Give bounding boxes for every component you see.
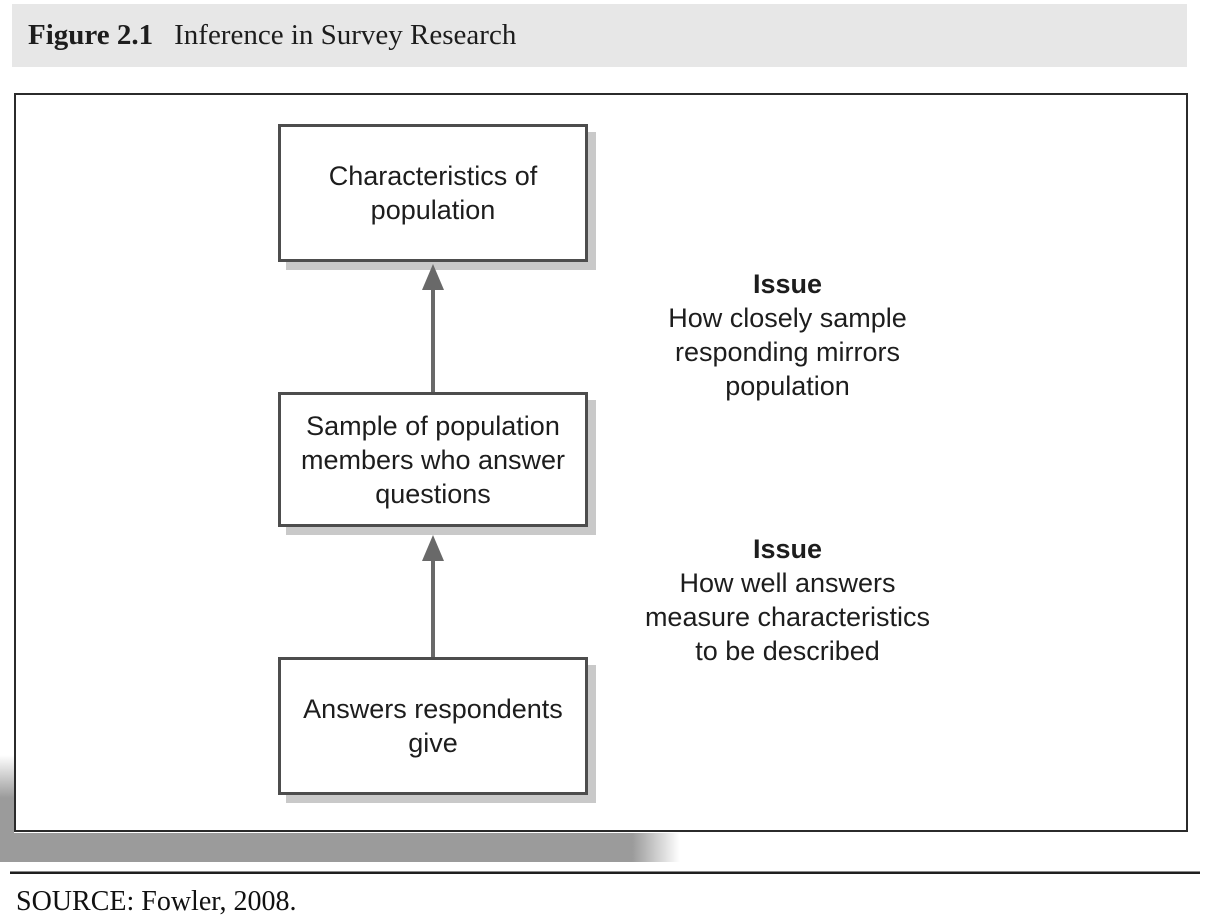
issue-heading: Issue — [752, 269, 823, 299]
node-label: Sample of population members who answer … — [300, 410, 566, 509]
node-label: Characteristics of population — [328, 161, 538, 225]
figure-title: Inference in Survey Research — [174, 19, 517, 51]
page-shadow-left — [0, 755, 14, 833]
divider-rule — [10, 871, 1200, 874]
arrow-up-icon — [422, 264, 444, 290]
node-answers-respondents-give: Answers respondents give — [278, 657, 588, 795]
figure-header: Figure 2.1 Inference in Survey Research — [12, 4, 1187, 67]
issue-block-measurement: Issue How well answers measure character… — [617, 532, 958, 668]
figure-label: Figure 2.1 — [28, 19, 154, 51]
arrow-up-icon — [422, 535, 444, 561]
diagram-canvas: Characteristics of population Sample of … — [14, 93, 1188, 832]
node-characteristics-of-population: Characteristics of population — [278, 124, 588, 262]
page-shadow-bottom — [0, 833, 680, 862]
node-label: Answers respondents give — [303, 694, 563, 758]
node-sample-of-population: Sample of population members who answer … — [278, 392, 588, 527]
source-note: SOURCE: Fowler, 2008. — [16, 886, 297, 917]
arrow-sample-to-population — [422, 264, 444, 392]
arrow-line — [431, 558, 435, 657]
arrow-answers-to-sample — [422, 535, 444, 657]
issue-description: How well answers measure characteristics… — [644, 568, 931, 666]
issue-description: How closely sample responding mirrors po… — [668, 303, 907, 401]
arrow-line — [431, 287, 435, 392]
issue-block-sampling: Issue How closely sample responding mirr… — [617, 267, 958, 403]
issue-heading: Issue — [752, 534, 823, 564]
